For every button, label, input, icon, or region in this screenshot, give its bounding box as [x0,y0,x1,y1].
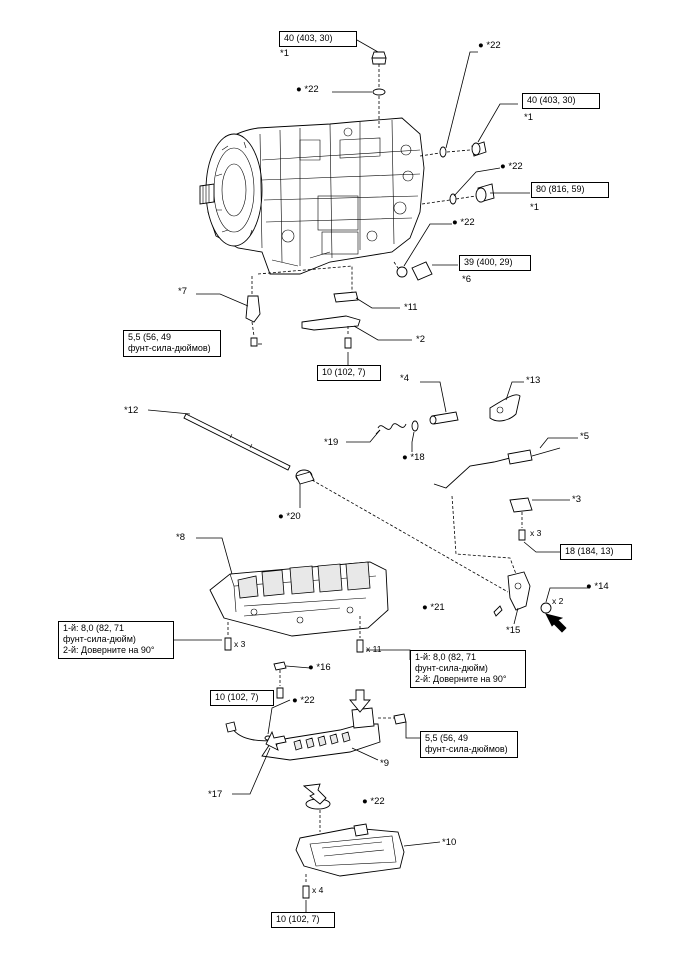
torque-value: 10 (102, 7) [322,367,366,377]
callout-22d: ● *22 [452,217,475,228]
callout-20: ● *20 [278,511,301,522]
callout-22b: ● *22 [296,84,319,95]
torque-box-4: 39 (400, 29) [459,255,531,271]
callout-10: *10 [442,837,457,848]
torque-box-2: 40 (403, 30) [522,93,600,109]
callout-1a: *1 [280,48,289,59]
manual-shaft-12 [183,413,315,485]
torque-value-line1: 1-й: 8,0 (82, 71 [63,623,125,633]
torque-value: 10 (102, 7) [276,914,320,924]
torque-value: 80 (816, 59) [536,184,585,194]
spring-19 [375,423,407,435]
oil-pan-10 [295,783,405,899]
callout-5: *5 [580,431,589,442]
callout-12: *12 [124,405,139,416]
callout-4: *4 [400,373,409,384]
callout-8: *8 [176,532,185,543]
plug-right-1 [419,141,487,158]
pin-21 [493,605,503,617]
callout-22c: ● *22 [500,161,523,172]
qty-nut-14: x 2 [552,596,564,606]
callout-13: *13 [526,375,541,386]
callout-21: ● *21 [422,602,445,613]
arrow-white-1 [349,689,371,713]
torque-box-6: 10 (102, 7) [317,365,381,381]
torque-value: 39 (400, 29) [464,257,513,267]
torque-box-12: 10 (102, 7) [271,912,335,928]
arrow-black [545,613,567,633]
plug-right-3 [393,261,433,281]
callout-14: ● *14 [586,581,609,592]
torque-value-line2: фунт-сила-дюймов) [128,343,211,353]
qty-pan-bolt: x 4 [312,885,324,895]
torque-value: 10 (102, 7) [215,692,259,702]
callout-19: *19 [324,437,339,448]
callout-6: *6 [462,274,471,285]
leader-lines [147,39,590,912]
torque-value-line1: 5,5 (56, 49 [425,733,469,743]
torque-value-line3: 2-й: Доверните на 90° [63,645,155,655]
bracket-3 [509,497,533,541]
bracket-2 [301,315,361,349]
detent-13 [489,394,521,422]
torque-value: 40 (403, 30) [284,33,333,43]
callout-11: *11 [404,302,418,313]
transmission-case [199,117,425,275]
qty-valve-bolt-right: x 11 [366,644,382,654]
torque-value: 18 (184, 13) [565,546,614,556]
torque-box-3: 80 (816, 59) [531,182,609,198]
clip-16 [273,661,287,699]
torque-box-8: 1-й: 8,0 (82, 71 фунт-сила-дюйм) 2-й: До… [58,621,174,659]
plug-right-2 [421,183,495,205]
qty-bracket-3: x 3 [530,528,542,538]
nut-14 [540,602,552,614]
torque-box-7: 18 (184, 13) [560,544,632,560]
callout-17: *17 [208,789,223,800]
qty-valve-bolt-left: x 3 [234,639,246,649]
torque-box-5: 5,5 (56, 49 фунт-сила-дюймов) [123,330,221,357]
callout-22f: ● *22 [362,796,385,807]
plug-top [371,51,387,128]
callout-3: *3 [572,494,581,505]
detent-lever-15 [507,571,531,611]
parking-rod-5 [433,447,561,489]
torque-box-9: 1-й: 8,0 (82, 71 фунт-сила-дюйм) 2-й: До… [410,650,526,688]
callout-22a: ● *22 [478,40,501,51]
pin-4 [429,411,459,425]
torque-box-11: 5,5 (56, 49 фунт-сила-дюймов) [420,731,518,758]
arrow-white-2 [265,730,287,751]
torque-value-line1: 5,5 (56, 49 [128,332,172,342]
torque-box-1: 40 (403, 30) [279,31,357,47]
callout-1b: *1 [524,112,533,123]
torque-box-10: 10 (102, 7) [210,690,274,706]
torque-value-line2: фунт-сила-дюйм) [415,663,488,673]
bracket-11 [333,291,359,303]
torque-value-line3: 2-й: Доверните на 90° [415,674,507,684]
valve-body-8 [209,561,389,653]
torque-value-line1: 1-й: 8,0 (82, 71 [415,652,477,662]
callout-18: ● *18 [402,452,425,463]
bracket-7 [245,276,261,347]
torque-value-line2: фунт-сила-дюйм) [63,634,136,644]
wire-harness-9 [225,700,407,761]
torque-value-line2: фунт-сила-дюймов) [425,744,508,754]
washer-18 [411,420,419,432]
callout-9: *9 [380,758,389,769]
callout-7: *7 [178,286,187,297]
callout-22e: ● *22 [292,695,315,706]
callout-2: *2 [416,334,425,345]
callout-16: ● *16 [308,662,331,673]
torque-value: 40 (403, 30) [527,95,576,105]
callout-15: *15 [506,625,521,636]
callout-1c: *1 [530,202,539,213]
